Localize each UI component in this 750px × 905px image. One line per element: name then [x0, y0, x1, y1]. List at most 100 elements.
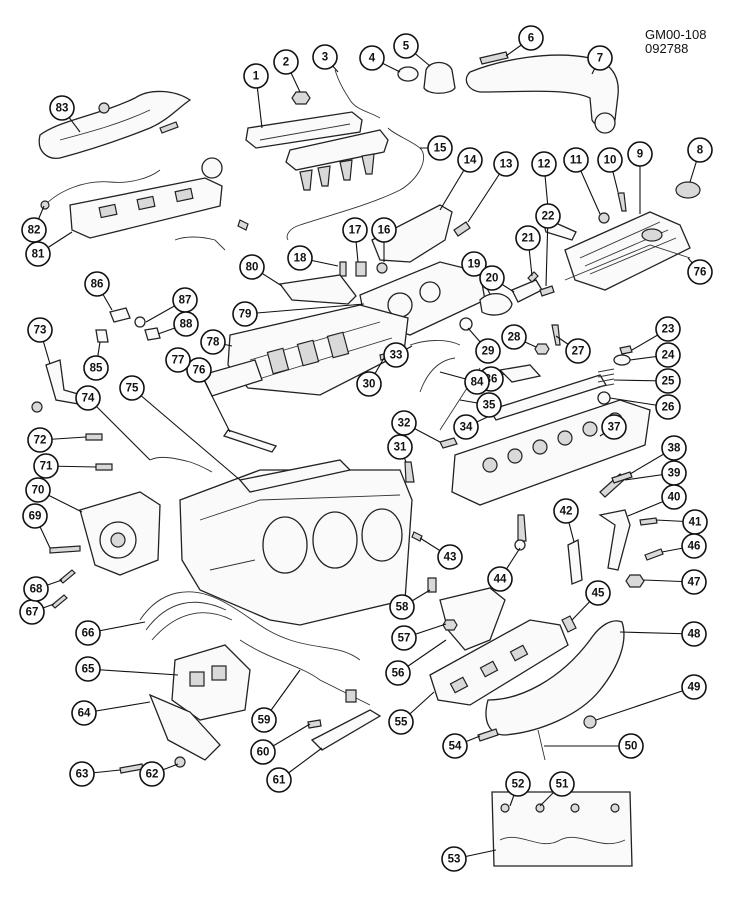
callout-22: 22 — [535, 203, 561, 229]
callout-14: 14 — [457, 147, 483, 173]
callout-ring-53 — [441, 846, 467, 872]
callout-17: 17 — [342, 217, 368, 243]
callout-11: 11 — [563, 147, 589, 173]
callout-ring-47 — [681, 569, 707, 595]
part-plug-wires — [139, 591, 361, 661]
callout-number-77: 77 — [172, 355, 185, 367]
callout-72: 72 — [27, 427, 53, 453]
part-bolt-41 — [639, 517, 658, 526]
callout-ring-51 — [549, 771, 575, 797]
part-seal-26 — [597, 391, 611, 405]
callout-50: 50 — [618, 733, 644, 759]
callout-80: 80 — [239, 254, 265, 280]
callout-5: 5 — [393, 33, 419, 59]
callout-number-34: 34 — [460, 422, 473, 434]
part-fuel-rail — [245, 111, 389, 191]
part-sensor-17 — [355, 261, 367, 277]
callout-ring-35 — [476, 392, 502, 418]
part-stud-54-lower — [477, 728, 499, 742]
callout-number-50: 50 — [625, 741, 638, 753]
callout-ring-7 — [587, 45, 613, 71]
callout-ring-43 — [437, 544, 463, 570]
callout-ring-49 — [681, 674, 707, 700]
part-bolt-60-lower — [307, 719, 322, 729]
callout-56: 56 — [385, 660, 411, 686]
callout-ring-14 — [457, 147, 483, 173]
callout-85: 85 — [83, 355, 109, 381]
callout-ring-2 — [273, 49, 299, 75]
callout-number-31: 31 — [394, 442, 407, 454]
callout-number-59: 59 — [258, 715, 271, 727]
callout-60: 60 — [250, 739, 276, 765]
callout-ring-52 — [505, 771, 531, 797]
part-oxygen-sensor-lead — [44, 169, 161, 206]
leader-line-65 — [87, 668, 179, 676]
callout-23: 23 — [655, 316, 681, 342]
callout-63: 63 — [69, 761, 95, 787]
callout-3: 3 — [312, 44, 338, 70]
callout-number-68: 68 — [30, 584, 43, 596]
callout-ring-84 — [464, 369, 490, 395]
callout-ring-83 — [49, 95, 75, 121]
callout-69: 69 — [22, 503, 48, 529]
callout-58: 58 — [389, 594, 415, 620]
callout-42: 42 — [553, 498, 579, 524]
part-valve-cover-right — [564, 211, 691, 291]
callout-number-82: 82 — [28, 225, 41, 237]
part-bolt-67 — [51, 594, 68, 609]
callout-number-78: 78 — [207, 337, 220, 349]
callout-43: 43 — [437, 544, 463, 570]
callout-number-81: 81 — [32, 249, 45, 261]
callout-number-3: 3 — [322, 52, 328, 64]
part-rocker-36 — [498, 364, 542, 383]
callout-ring-71 — [33, 453, 59, 479]
callout-75: 75 — [119, 375, 145, 401]
callout-81: 81 — [25, 241, 51, 267]
callout-number-38: 38 — [668, 443, 681, 455]
part-seal-29 — [459, 317, 473, 331]
callout-48: 48 — [681, 621, 707, 647]
callout-57: 57 — [391, 625, 417, 651]
callout-ring-28 — [501, 324, 527, 350]
callout-number-2: 2 — [283, 57, 289, 69]
part-nut-28 — [534, 343, 550, 355]
part-illustrations — [31, 51, 701, 867]
part-bracket-80 — [278, 274, 357, 305]
callout-44: 44 — [487, 566, 513, 592]
part-fuel-line-15 — [286, 127, 425, 241]
callout-number-37: 37 — [608, 422, 621, 434]
callout-number-26: 26 — [662, 402, 675, 414]
callout-number-83: 83 — [56, 103, 69, 115]
part-gasket-76-right — [564, 244, 691, 281]
callout-ring-32 — [391, 410, 417, 436]
callout-number-5: 5 — [403, 41, 410, 53]
callout-number-57: 57 — [398, 633, 411, 645]
callout-39: 39 — [661, 460, 687, 486]
part-fitting-88 — [144, 327, 161, 341]
part-ring-87 — [134, 316, 146, 328]
callout-ring-25 — [655, 368, 681, 394]
callout-54: 54 — [442, 733, 468, 759]
callout-ring-1 — [243, 63, 269, 89]
callout-38: 38 — [661, 435, 687, 461]
callout-86: 86 — [84, 271, 110, 297]
callout-number-58: 58 — [396, 602, 409, 614]
callout-ring-11 — [563, 147, 589, 173]
callout-ring-68 — [23, 576, 49, 602]
callout-number-22: 22 — [542, 211, 555, 223]
callout-number-20: 20 — [486, 273, 499, 285]
callout-ring-78 — [200, 329, 226, 355]
callout-number-21: 21 — [522, 233, 535, 245]
part-screw-18 — [339, 261, 347, 277]
callout-number-46: 46 — [688, 541, 701, 553]
callout-number-73: 73 — [34, 325, 47, 337]
part-bracket-64 — [148, 693, 221, 761]
callout-number-17: 17 — [349, 225, 362, 237]
callout-12: 12 — [531, 151, 557, 177]
callout-ring-18 — [287, 245, 313, 271]
callout-number-29: 29 — [482, 346, 495, 358]
callout-number-15: 15 — [434, 143, 447, 155]
drawing-code-date: 092788 — [645, 41, 689, 56]
part-nut-2 — [291, 91, 311, 105]
callout-ring-29 — [475, 338, 501, 364]
